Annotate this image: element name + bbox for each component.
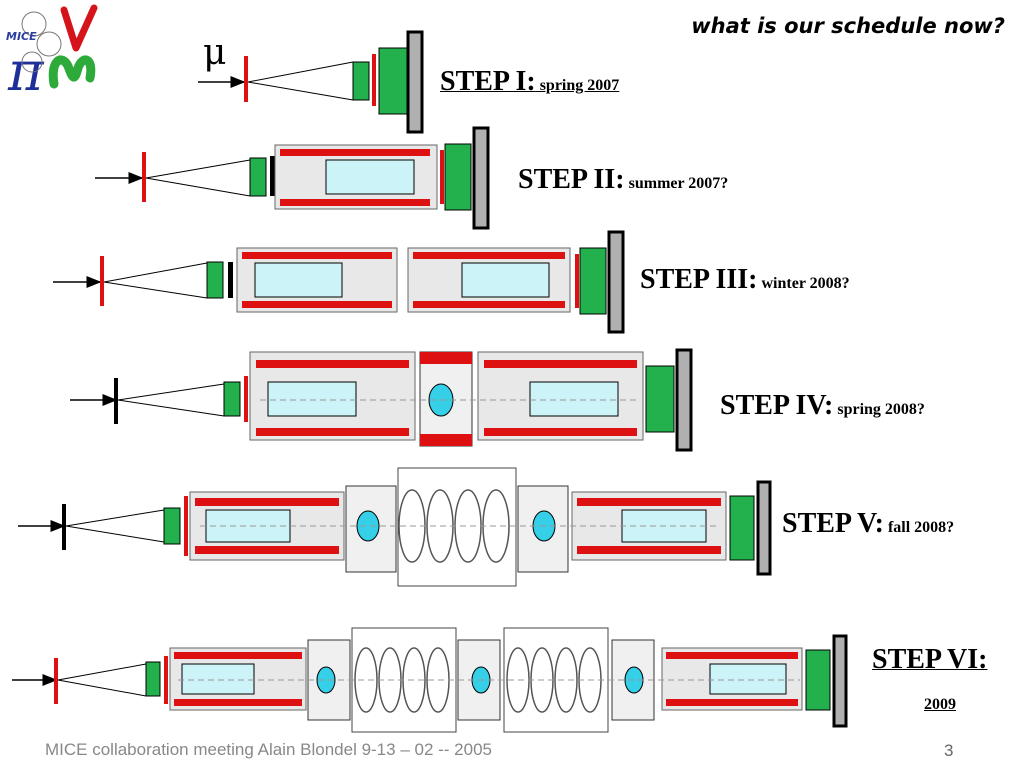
step-3-date: winter 2008?: [761, 275, 850, 292]
page-number: 3: [944, 741, 954, 760]
logo-label: MICE: [6, 30, 37, 43]
mice-logo: π: [4, 4, 100, 103]
step-1-diagram: [198, 30, 424, 134]
step-3-name: STEP III:: [640, 264, 758, 295]
step-6-date-label: 2009: [924, 696, 956, 714]
step-3-label: STEP III: winter 2008?: [640, 264, 850, 296]
slide-footer: MICE collaboration meeting Alain Blondel…: [45, 740, 492, 759]
step-6-name: STEP VI:: [872, 644, 988, 675]
step-4-date: spring 2008?: [837, 401, 925, 418]
step-2-label: STEP II: summer 2007?: [518, 164, 728, 196]
step-4-label: STEP IV: spring 2008?: [720, 390, 925, 422]
slide-title: what is our schedule now?: [691, 14, 1005, 38]
step-5-name: STEP V:: [782, 508, 884, 539]
muon-symbol: μ: [203, 32, 227, 73]
step-2-date: summer 2007?: [628, 175, 729, 192]
step-5-label: STEP V: fall 2008?: [782, 508, 954, 540]
step-5-diagram: [18, 467, 772, 587]
step-3-diagram: [53, 230, 625, 334]
step-6-label: STEP VI:: [872, 644, 987, 676]
step-2-name: STEP II:: [518, 164, 625, 195]
step-6-diagram: [12, 627, 848, 733]
step-6-date: 2009: [924, 696, 956, 713]
step-1-date: spring 2007: [539, 77, 620, 94]
step-5-date: fall 2008?: [887, 519, 955, 536]
step-4-name: STEP IV:: [720, 390, 834, 421]
step-2-diagram: [95, 126, 490, 230]
step-1-label: STEP I: spring 2007: [440, 66, 619, 98]
step-1-name: STEP I:: [440, 66, 536, 97]
step-4-diagram: [70, 348, 693, 452]
